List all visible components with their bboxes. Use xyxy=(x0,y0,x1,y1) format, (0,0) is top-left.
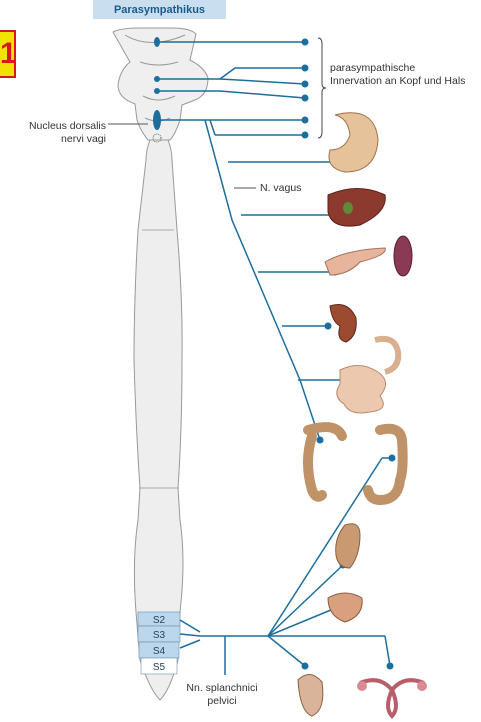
kidney-icon xyxy=(330,305,356,343)
head-neck-label: parasympathische Innervation an Kopf und… xyxy=(330,62,465,88)
male-genitals-icon xyxy=(298,674,323,716)
small-intestine-icon xyxy=(337,339,398,413)
segment-label-s5: S5 xyxy=(153,662,166,673)
segment-label-s4: S4 xyxy=(153,646,166,657)
bladder-icon xyxy=(328,593,362,622)
segment-label-s3: S3 xyxy=(153,630,166,641)
rectum-icon xyxy=(336,524,360,568)
vagus-label: N. vagus xyxy=(260,182,301,195)
spleen-icon xyxy=(394,236,412,276)
pelvic-nerves xyxy=(180,458,390,675)
stomach-icon xyxy=(329,113,378,172)
nucleus-label: Nucleus dorsalis nervi vagi xyxy=(10,120,106,146)
uterus-icon xyxy=(357,680,427,716)
cranial-endpoints xyxy=(302,39,309,139)
splanchnici-label: Nn. splanchnici pelvici xyxy=(178,682,266,708)
head-neck-brace xyxy=(318,38,326,138)
liver-icon xyxy=(328,189,385,227)
pancreas-icon xyxy=(325,248,385,275)
sacral-segments: S2 S3 S4 S5 xyxy=(138,612,180,674)
segment-label-s2: S2 xyxy=(153,615,166,626)
